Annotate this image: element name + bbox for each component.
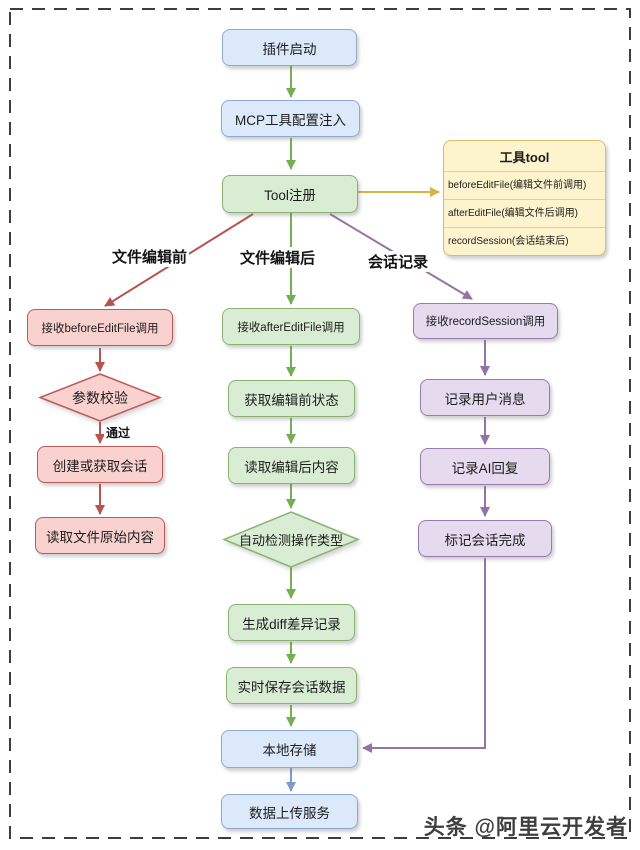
- node-tool-register: Tool注册: [222, 175, 358, 213]
- diamond-shape: [40, 374, 160, 421]
- node-local-store: 本地存储: [221, 730, 358, 768]
- tool-box-row-before: beforeEditFile(编辑文件前调用): [444, 172, 605, 200]
- node-mcp-inject: MCP工具配置注入: [221, 100, 360, 137]
- edge-label-record-branch: 会话记录: [366, 251, 431, 272]
- node-param-check-label: 参数校验: [72, 389, 128, 406]
- node-read-after-content: 读取编辑后内容: [228, 447, 355, 484]
- node-auto-detect: 自动检测操作类型: [224, 512, 358, 567]
- node-param-check: 参数校验: [40, 374, 160, 421]
- watermark: 头条 @阿里云开发者: [423, 816, 628, 839]
- dashed-border: [9, 8, 631, 839]
- node-log-user-msg: 记录用户消息: [420, 379, 550, 416]
- node-recv-record: 接收recordSession调用: [413, 303, 558, 339]
- edge-label-before-branch: 文件编辑前: [110, 246, 190, 267]
- node-log-ai-reply: 记录AI回复: [420, 448, 550, 485]
- node-recv-after: 接收afterEditFile调用: [222, 308, 360, 345]
- tool-box: 工具tool beforeEditFile(编辑文件前调用) afterEdit…: [443, 140, 606, 256]
- edge-label-pass: 通过: [104, 424, 133, 441]
- node-plugin-start: 插件启动: [222, 29, 357, 66]
- diamond-shape: [224, 512, 358, 567]
- tool-box-row-after: afterEditFile(编辑文件后调用): [444, 200, 605, 228]
- node-recv-before: 接收beforeEditFile调用: [27, 309, 173, 346]
- tool-box-title: 工具tool: [444, 141, 605, 172]
- node-upload-service: 数据上传服务: [221, 794, 358, 829]
- node-gen-diff: 生成diff差异记录: [228, 604, 355, 641]
- node-get-before-state: 获取编辑前状态: [228, 380, 355, 417]
- node-save-session: 实时保存会话数据: [226, 667, 357, 704]
- edge-label-after-branch: 文件编辑后: [238, 247, 318, 268]
- node-read-original: 读取文件原始内容: [35, 517, 165, 554]
- node-mark-done: 标记会话完成: [418, 520, 552, 557]
- node-create-session: 创建或获取会话: [37, 446, 163, 483]
- node-auto-detect-label: 自动检测操作类型: [238, 533, 343, 548]
- tool-box-row-record: recordSession(会话结束后): [448, 236, 569, 247]
